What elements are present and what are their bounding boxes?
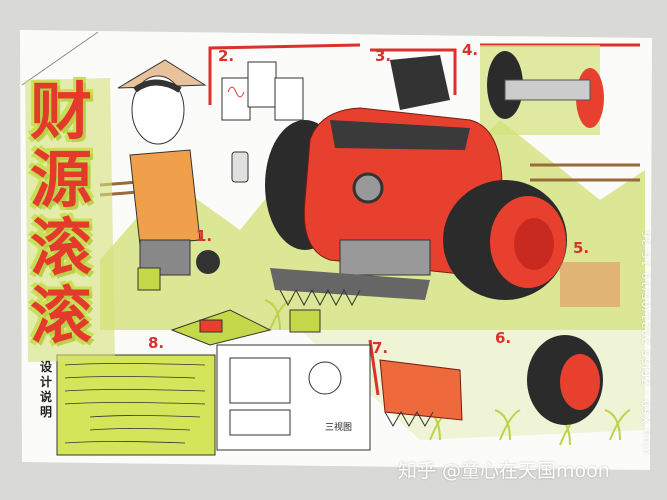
three-view-drawing <box>216 344 371 451</box>
section-number-2: 2. <box>218 47 235 65</box>
title-char-1: 财 <box>30 75 93 148</box>
design-notes-box <box>56 354 216 456</box>
phone-icon <box>231 151 249 183</box>
handwritten-notes <box>64 363 206 444</box>
section-number-8: 8. <box>148 334 165 352</box>
phone-screens <box>221 61 304 121</box>
title-char-4: 滚 <box>30 279 93 352</box>
watermark: 知乎 @童心在天国moon <box>398 460 610 482</box>
three-view-label: 三视图 <box>325 423 353 433</box>
solar-panel <box>390 55 450 110</box>
design-notes-heading: 设计说明 <box>40 360 53 419</box>
section-number-7: 7. <box>372 339 389 357</box>
screen-icon <box>137 267 161 291</box>
title-char-2: 源 <box>30 143 93 216</box>
section-number-4: 4. <box>462 41 479 59</box>
harvester-machine <box>265 107 567 307</box>
title-char-3: 滚 <box>30 211 93 284</box>
corner-line <box>21 31 99 86</box>
section-number-1: 1. <box>196 227 213 245</box>
blade-detail <box>379 359 463 421</box>
section-number-3: 3. <box>375 47 392 65</box>
section-number-6: 6. <box>495 329 512 347</box>
camera-stamp: vivo X60 · ZEISS 2021/05/19 16:36 <box>640 229 653 455</box>
sensor-device <box>196 250 220 274</box>
title-backdrop <box>25 78 115 362</box>
section-number-5: 5. <box>573 239 590 257</box>
